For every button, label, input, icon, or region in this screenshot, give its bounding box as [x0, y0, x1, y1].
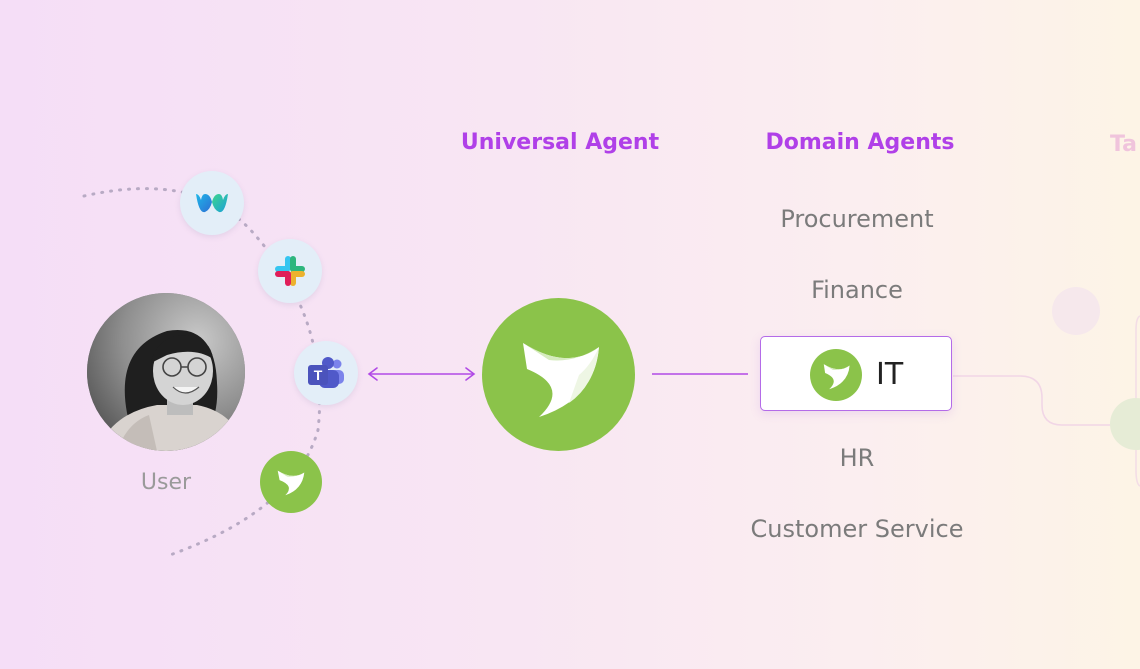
- faded-agent-icon-2: [1110, 398, 1140, 450]
- universal-agent-icon[interactable]: [482, 298, 635, 451]
- slack-icon[interactable]: [258, 239, 322, 303]
- universal-agent-heading: Universal Agent: [460, 130, 660, 155]
- faded-agent-icon: [1052, 287, 1100, 335]
- teams-icon[interactable]: T: [294, 341, 358, 405]
- faded-heading: Ta: [1110, 132, 1138, 157]
- user-label: User: [140, 470, 192, 495]
- it-agent-label: IT: [876, 357, 904, 392]
- it-agent-icon: [810, 349, 862, 401]
- faded-connector: [953, 375, 1118, 426]
- moveworks-icon[interactable]: [260, 451, 322, 513]
- user-avatar: [87, 293, 245, 451]
- domain-agent-procurement[interactable]: Procurement: [780, 205, 934, 233]
- bidirectional-arrow: [367, 367, 476, 381]
- domain-agent-it-selected[interactable]: IT: [760, 336, 952, 411]
- domain-agent-hr[interactable]: HR: [839, 444, 875, 472]
- svg-text:T: T: [314, 367, 323, 383]
- webex-icon[interactable]: [180, 171, 244, 235]
- domain-agent-customer-service[interactable]: Customer Service: [750, 515, 964, 543]
- domain-agents-heading: Domain Agents: [765, 130, 955, 155]
- domain-agent-finance[interactable]: Finance: [811, 276, 903, 304]
